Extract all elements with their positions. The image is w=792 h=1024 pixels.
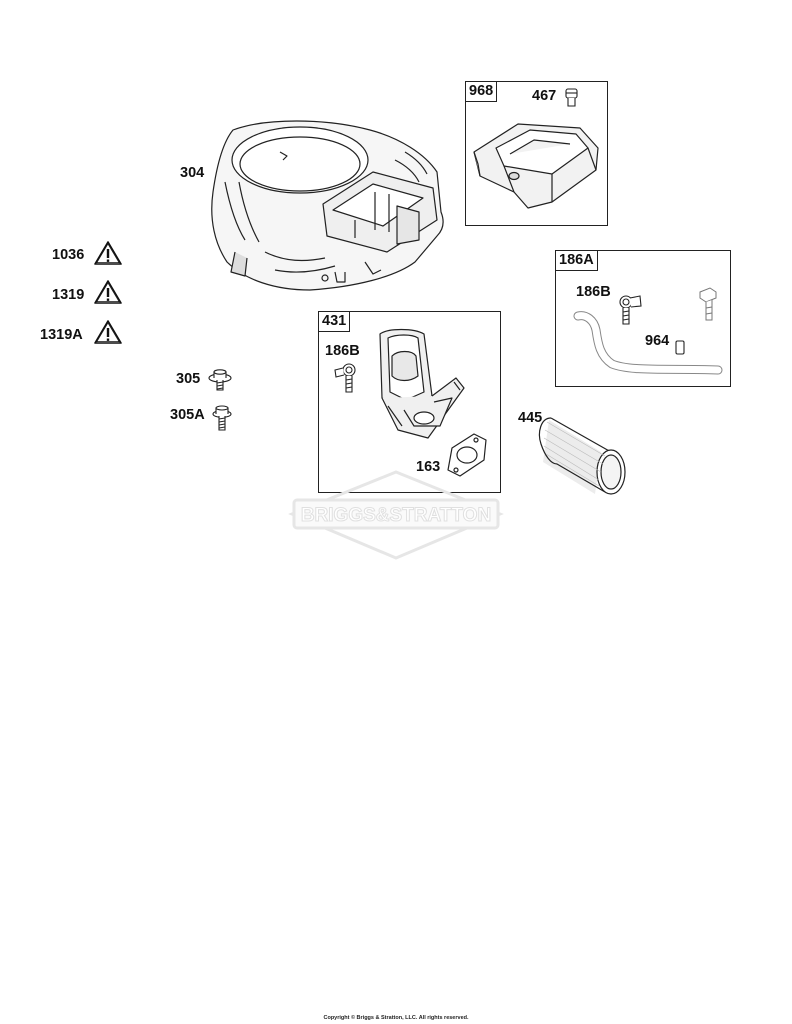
breather-tube (573, 311, 723, 375)
label-964: 964 (645, 333, 670, 349)
hose-fitting (699, 287, 717, 321)
label-431: 431 (318, 311, 351, 332)
watermark-text: BRIGGS&STRATTON (301, 505, 491, 526)
briggs-stratton-logo: BRIGGS&STRATTON (288, 470, 504, 560)
label-1319a: 1319A (40, 327, 83, 343)
warning-triangle-icon (94, 320, 122, 344)
air-cleaner-base-431 (379, 328, 465, 439)
seal-964 (675, 340, 685, 355)
label-968: 968 (465, 81, 498, 102)
label-186b-right: 186B (576, 284, 611, 300)
flange-screw-305 (208, 369, 232, 391)
blower-housing-304 (211, 120, 444, 291)
label-1319: 1319 (52, 287, 85, 303)
label-305: 305 (176, 371, 201, 387)
kit-box-431: 431 (318, 311, 501, 493)
warning-triangle-icon (94, 241, 122, 265)
label-467: 467 (532, 88, 557, 104)
air-cleaner-cover-968 (473, 123, 599, 209)
label-163: 163 (416, 459, 441, 475)
clip-467 (565, 88, 578, 107)
label-445: 445 (518, 410, 543, 426)
kit-box-968: 968 (465, 81, 608, 226)
flange-screw-305a (212, 405, 232, 431)
copyright-footer: Copyright © Briggs & Stratton, LLC. All … (323, 1015, 469, 1021)
label-304: 304 (180, 165, 205, 181)
label-186a: 186A (555, 250, 598, 271)
gasket-163 (447, 433, 487, 477)
label-186b-left: 186B (325, 343, 360, 359)
kit-box-186a: 186A (555, 250, 731, 387)
label-1036: 1036 (52, 247, 85, 263)
air-filter-445 (538, 417, 626, 495)
warning-triangle-icon (94, 280, 122, 304)
label-305a: 305A (170, 407, 205, 423)
breather-fitting-186b (334, 363, 356, 393)
breather-fitting-186b (619, 295, 642, 325)
